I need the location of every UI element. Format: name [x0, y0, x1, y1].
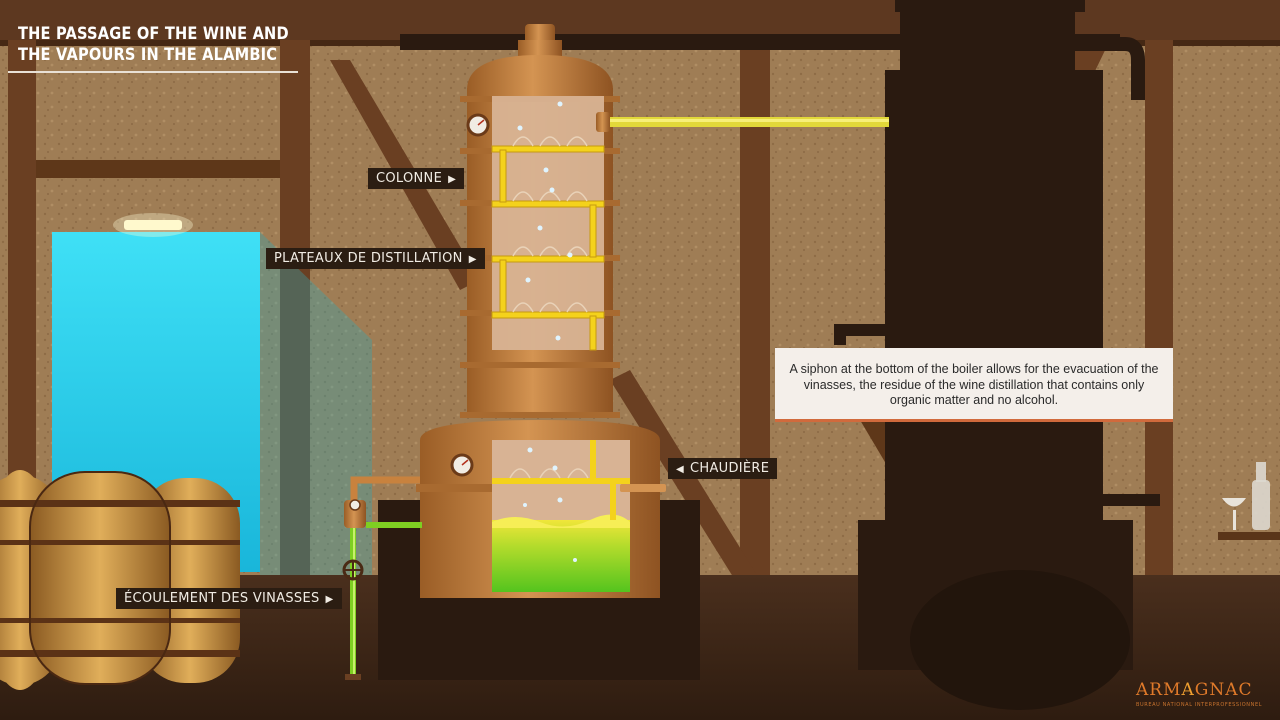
- siphon-pipes: [342, 476, 422, 680]
- info-box: A siphon at the bottom of the boiler all…: [775, 348, 1173, 422]
- page-title: THE PASSAGE OF THE WINE AND THE VAPOURS …: [18, 24, 289, 66]
- distillation-plates: [491, 145, 605, 351]
- label-plateaux-text: PLATEAUX DE DISTILLATION: [274, 251, 463, 266]
- label-ecoulement: ÉCOULEMENT DES VINASSES ▶: [116, 588, 342, 609]
- label-chaudiere-text: CHAUDIÈRE: [690, 461, 770, 476]
- ceiling-lamp: [124, 220, 182, 230]
- label-colonne: COLONNE ▶: [368, 168, 465, 189]
- info-text: A siphon at the bottom of the boiler all…: [789, 362, 1159, 407]
- title-underline: [8, 71, 298, 73]
- shelf-bottle: [1218, 462, 1280, 540]
- arrow-right-icon: ▶: [448, 174, 457, 185]
- boiler: [416, 420, 666, 598]
- title-line-1: THE PASSAGE OF THE WINE AND: [18, 24, 289, 44]
- boiler-liquid: [492, 520, 630, 592]
- arrow-right-icon: ▶: [468, 254, 477, 265]
- label-plateaux: PLATEAUX DE DISTILLATION ▶: [266, 248, 485, 269]
- label-ecoulement-text: ÉCOULEMENT DES VINASSES: [124, 591, 320, 606]
- label-chaudiere: ◀ CHAUDIÈRE: [668, 458, 778, 479]
- barrels: [0, 470, 240, 690]
- arrow-right-icon: ▶: [325, 594, 334, 605]
- logo-subtitle: BUREAU NATIONAL INTERPROFESSIONNEL: [1136, 702, 1263, 708]
- condenser-tank: [834, 0, 1160, 710]
- arrow-left-icon: ◀: [676, 464, 684, 475]
- armagnac-logo: ARMAGNAC: [1136, 680, 1253, 700]
- title-line-2: THE VAPOURS IN THE ALAMBIC: [18, 45, 278, 65]
- label-colonne-text: COLONNE: [376, 171, 443, 186]
- column: [460, 24, 620, 418]
- vapour-pipe: [596, 112, 889, 132]
- column-cutaway: [492, 96, 604, 350]
- logo-a-icon: A: [1181, 680, 1195, 700]
